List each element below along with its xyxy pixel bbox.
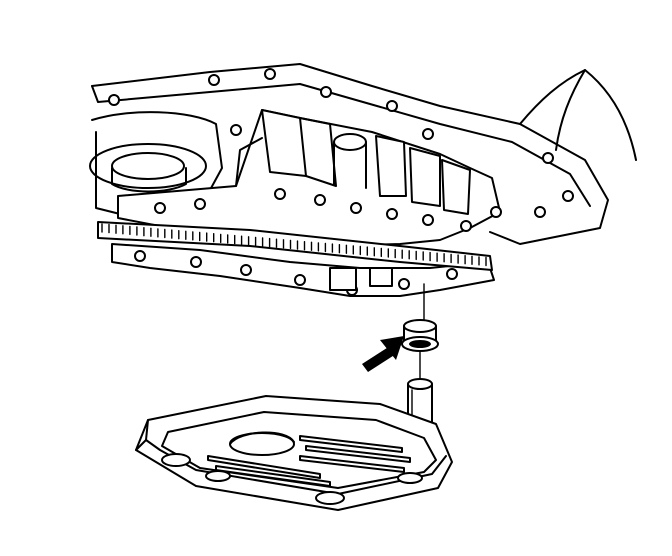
filter-ribs <box>207 435 411 487</box>
transmission-case <box>89 63 637 245</box>
filter-rib <box>305 445 411 463</box>
filter-seal <box>401 319 439 352</box>
arrow-icon <box>362 336 404 372</box>
filter-rib <box>299 455 405 473</box>
gasket-teeth <box>101 223 487 267</box>
valve-body-bolts <box>154 124 502 232</box>
flange-bolts <box>108 68 574 218</box>
filter-assembly <box>135 283 453 511</box>
valve-body <box>111 109 502 297</box>
lower-casting-details <box>134 250 458 296</box>
filter-rib <box>207 455 321 479</box>
filter-feet <box>161 453 423 505</box>
oil-filter <box>135 395 453 511</box>
filter-rib <box>299 435 403 453</box>
gasket <box>97 221 493 271</box>
filter-rib <box>215 465 331 487</box>
